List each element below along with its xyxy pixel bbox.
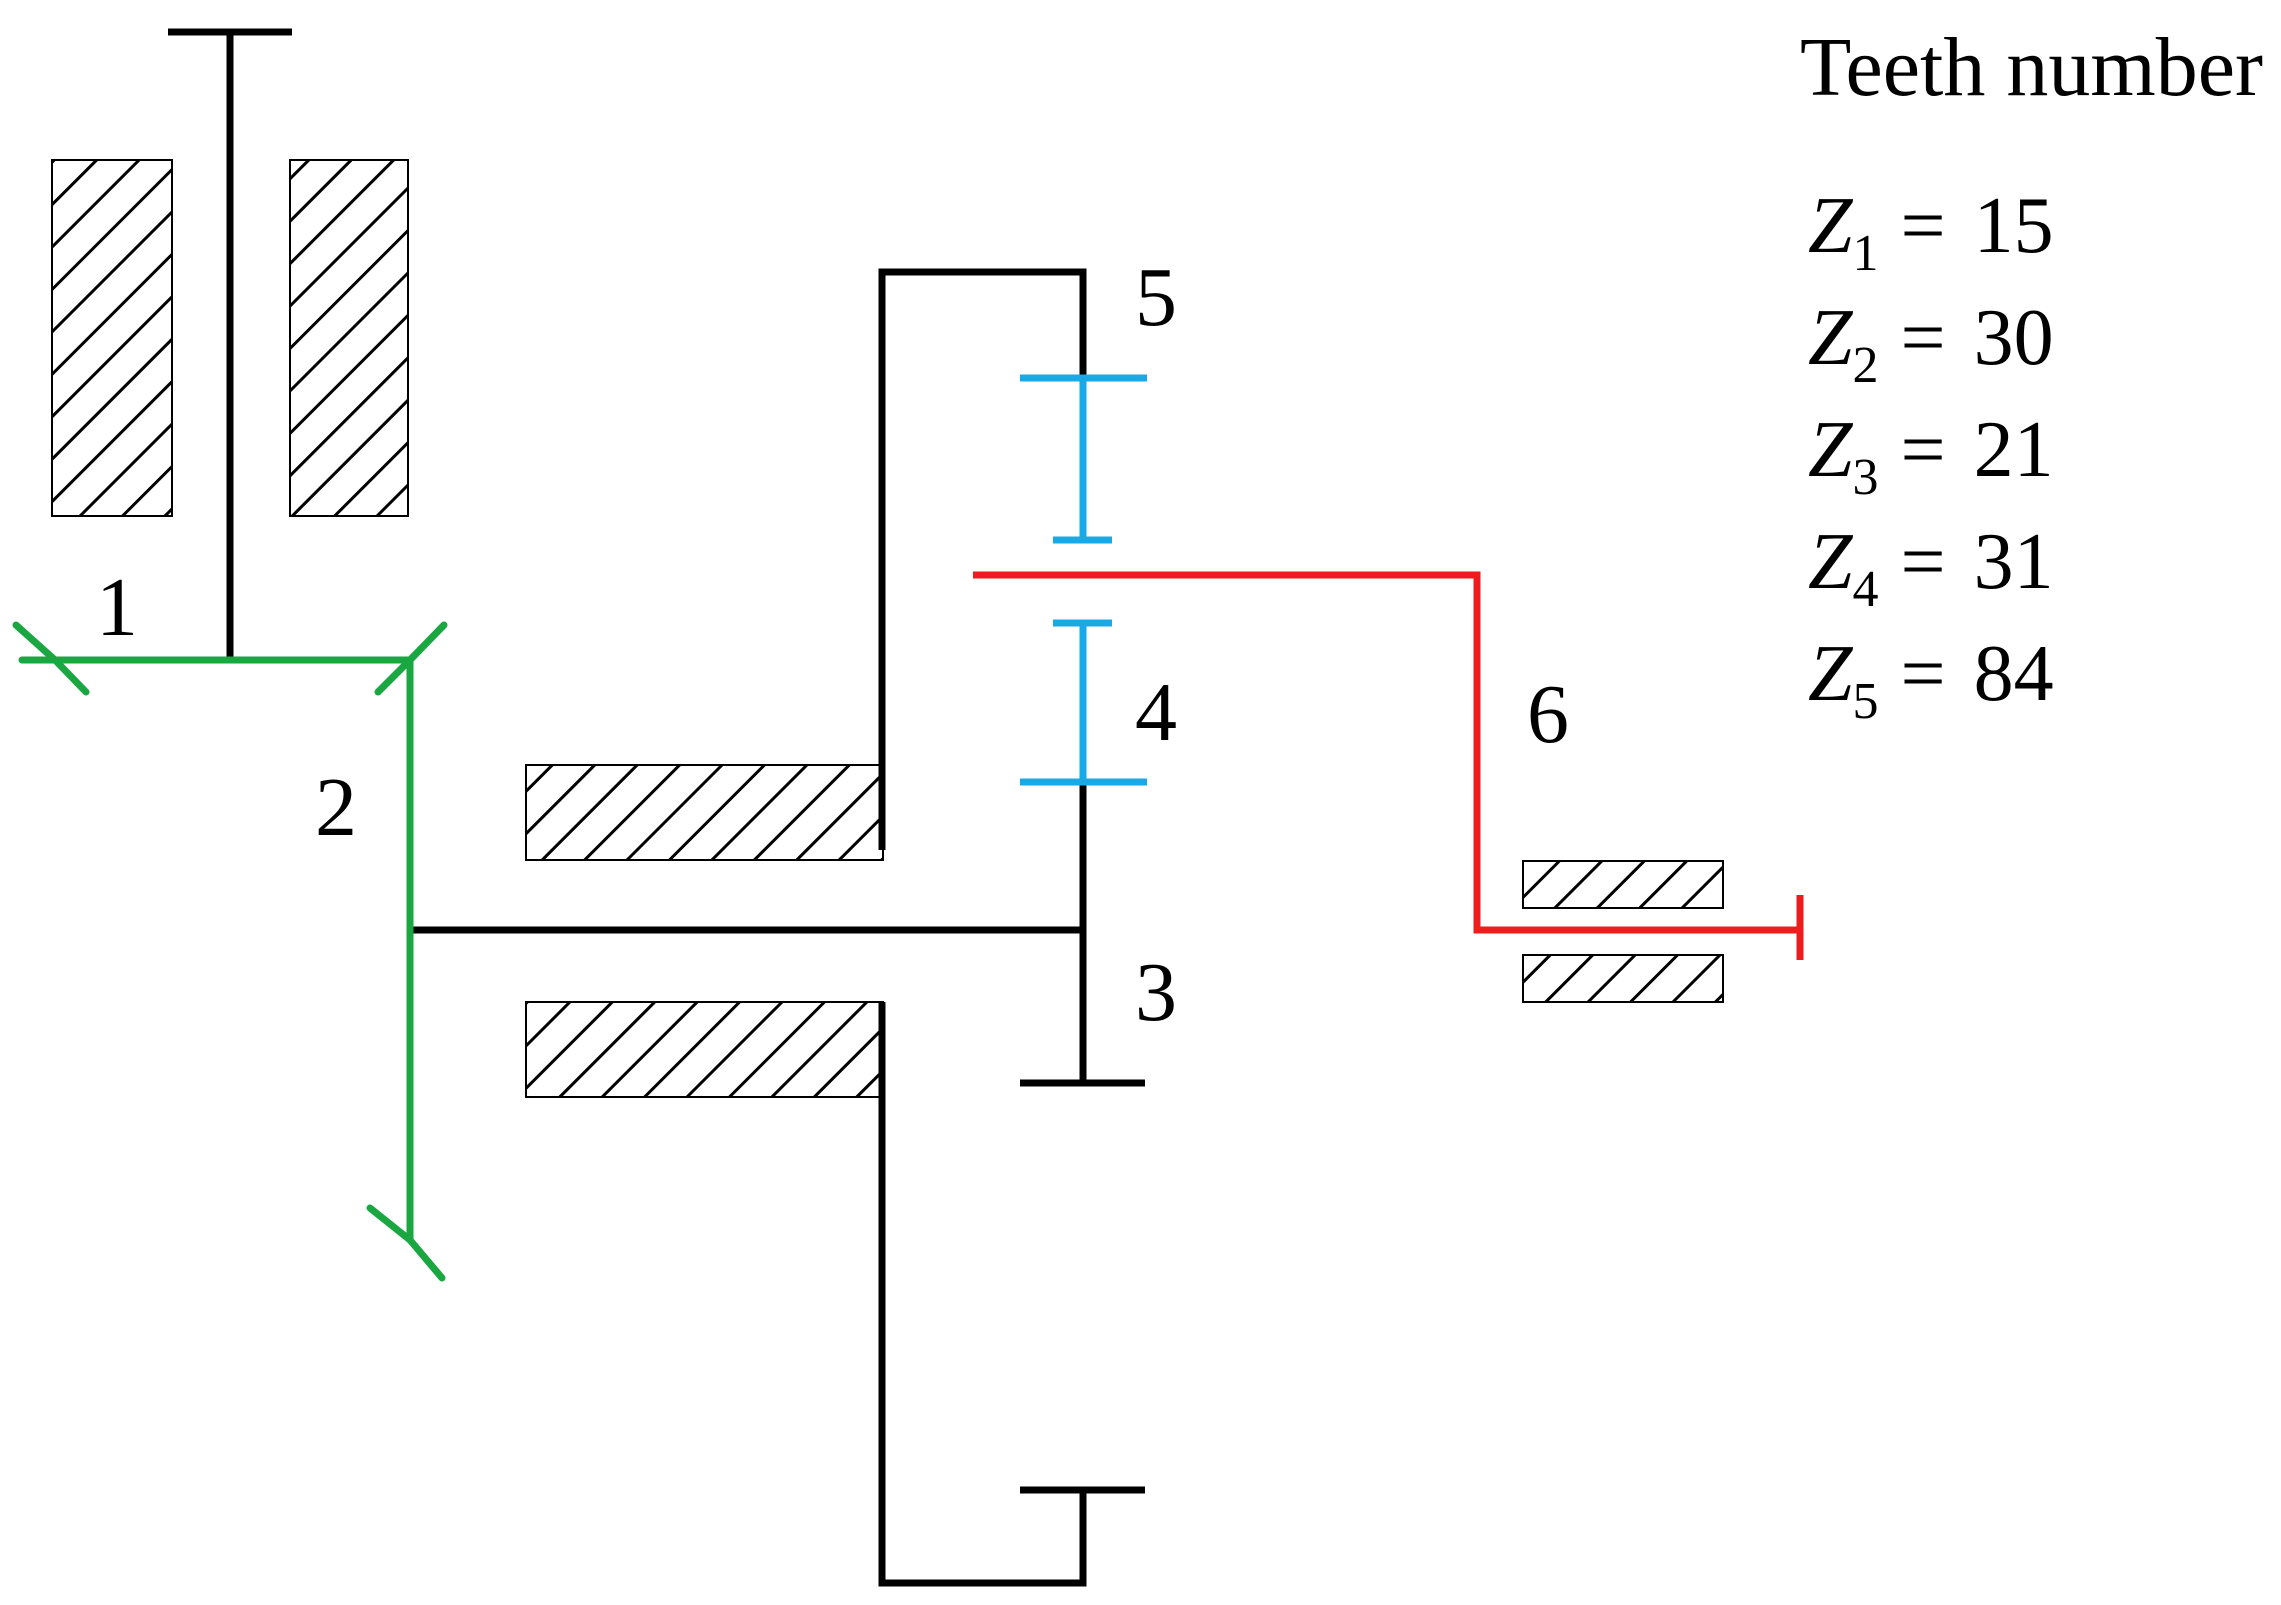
bearings: [51, 159, 1724, 1098]
frame-members: [168, 28, 1145, 1587]
teeth-row-equals: =: [1901, 406, 1946, 494]
carrier-arm: [973, 571, 1800, 934]
label-part-6: 6: [1527, 668, 1569, 761]
teeth-legend-heading: Teeth number: [1800, 21, 2263, 114]
label-part-1: 1: [96, 561, 138, 654]
teeth-row: Z5 = 84: [1808, 630, 2054, 730]
teeth-row-symbol: Z: [1808, 182, 1854, 270]
teeth-row-equals: =: [1901, 182, 1946, 270]
bevel-gear-2-bottom-tooth-b: [406, 1236, 446, 1282]
teeth-row: Z4 = 31: [1808, 518, 2054, 618]
bearing-top-right: [289, 159, 409, 517]
teeth-row: Z2 = 30: [1808, 294, 2054, 394]
teeth-row-value: 84: [1974, 630, 2054, 718]
teeth-row-index: 5: [1853, 673, 1879, 730]
teeth-row-index: 2: [1853, 337, 1879, 394]
teeth-row-symbol: Z: [1808, 406, 1854, 494]
bevel-gear-1-right-tooth-b: [374, 656, 414, 696]
label-part-4: 4: [1135, 666, 1177, 759]
bevel-gears: [12, 621, 448, 1282]
teeth-row-equals: =: [1901, 630, 1946, 718]
lower-frame: [878, 1002, 1087, 1587]
bevel-gear-1-left-tooth-a: [12, 621, 59, 664]
teeth-row-value: 15: [1974, 182, 2054, 270]
bevel-gear-1-right-tooth-a: [406, 621, 448, 664]
label-part-2: 2: [315, 761, 357, 854]
bevel-gear-2-bottom-tooth-a: [366, 1204, 414, 1244]
carrier: [973, 571, 1804, 960]
teeth-row-equals: =: [1901, 518, 1946, 606]
label-part-5: 5: [1135, 251, 1177, 344]
bearing-right-upper: [1522, 860, 1724, 909]
teeth-row: Z1 = 15: [1808, 182, 2054, 282]
ring-gear-upper-frame: [878, 268, 1087, 850]
teeth-row-equals: =: [1901, 294, 1946, 382]
teeth-row-value: 21: [1974, 406, 2054, 494]
label-part-3: 3: [1135, 946, 1177, 1039]
teeth-row-value: 31: [1974, 518, 2054, 606]
teeth-row-symbol: Z: [1808, 518, 1854, 606]
teeth-row-value: 30: [1974, 294, 2054, 382]
bearing-right-lower: [1522, 954, 1724, 1003]
teeth-row-index: 3: [1853, 449, 1879, 506]
teeth-row-symbol: Z: [1808, 630, 1854, 718]
planet-gear: [1020, 374, 1147, 786]
teeth-row-index: 1: [1853, 225, 1879, 282]
teeth-row-symbol: Z: [1808, 294, 1854, 382]
bearing-middle-upper: [525, 764, 884, 861]
teeth-row: Z3 = 21: [1808, 406, 2054, 506]
bearing-top-left: [51, 159, 173, 517]
teeth-row-index: 4: [1853, 561, 1879, 618]
bevel-gear-1-left-tooth-b: [51, 656, 90, 696]
bearing-middle-lower: [525, 1001, 884, 1098]
